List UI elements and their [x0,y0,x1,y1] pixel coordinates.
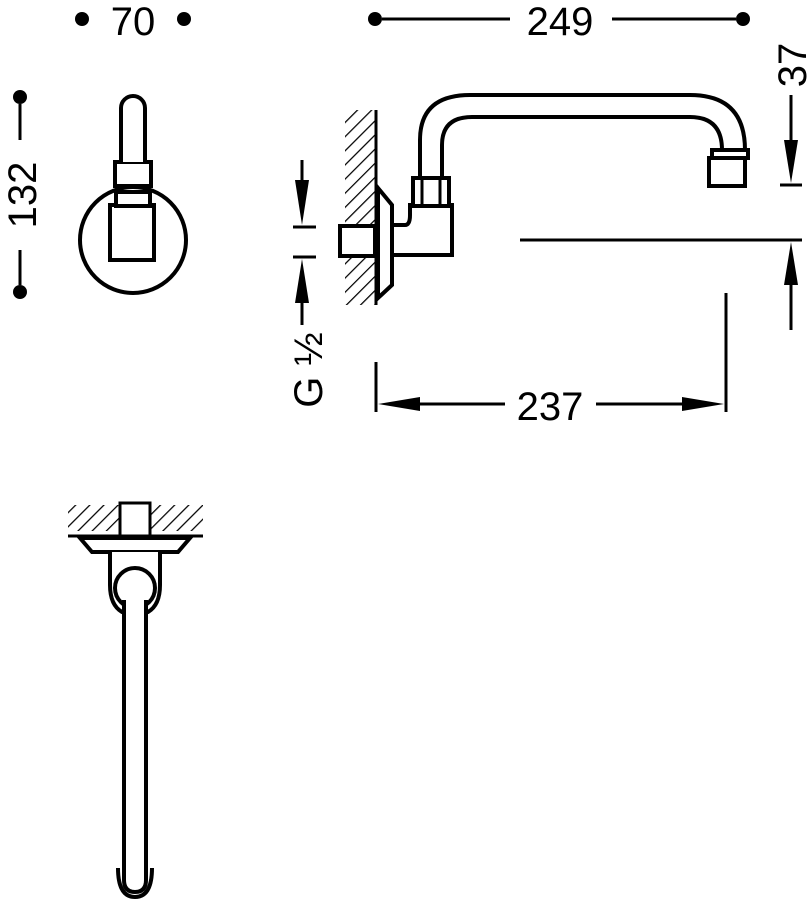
dimension-width-label: 70 [111,0,156,44]
flange [376,182,394,303]
dimension-height-label: 132 [1,162,45,229]
dimension-dot [177,12,191,26]
top-view [68,501,203,900]
dimension-spout-length-label: 249 [527,0,594,44]
valve-body [108,203,156,262]
aerator [707,156,747,188]
wall-hatch [345,110,375,305]
spout [122,600,148,895]
dimension-dot [13,90,27,104]
flange [75,536,195,554]
dimension-dot [75,12,89,26]
dimension-dot [13,285,27,299]
dimension-projection-label: 237 [517,385,584,429]
dimension-dot [368,12,382,26]
dimension-dot [736,12,750,26]
spout [119,94,147,162]
side-view: 249 37 G ½ [287,0,809,429]
valve-body [390,203,454,257]
dimension-spout-height-label: 37 [771,43,809,88]
dimension-connection-label: G ½ [287,332,331,408]
front-view: 70 132 [1,0,191,299]
